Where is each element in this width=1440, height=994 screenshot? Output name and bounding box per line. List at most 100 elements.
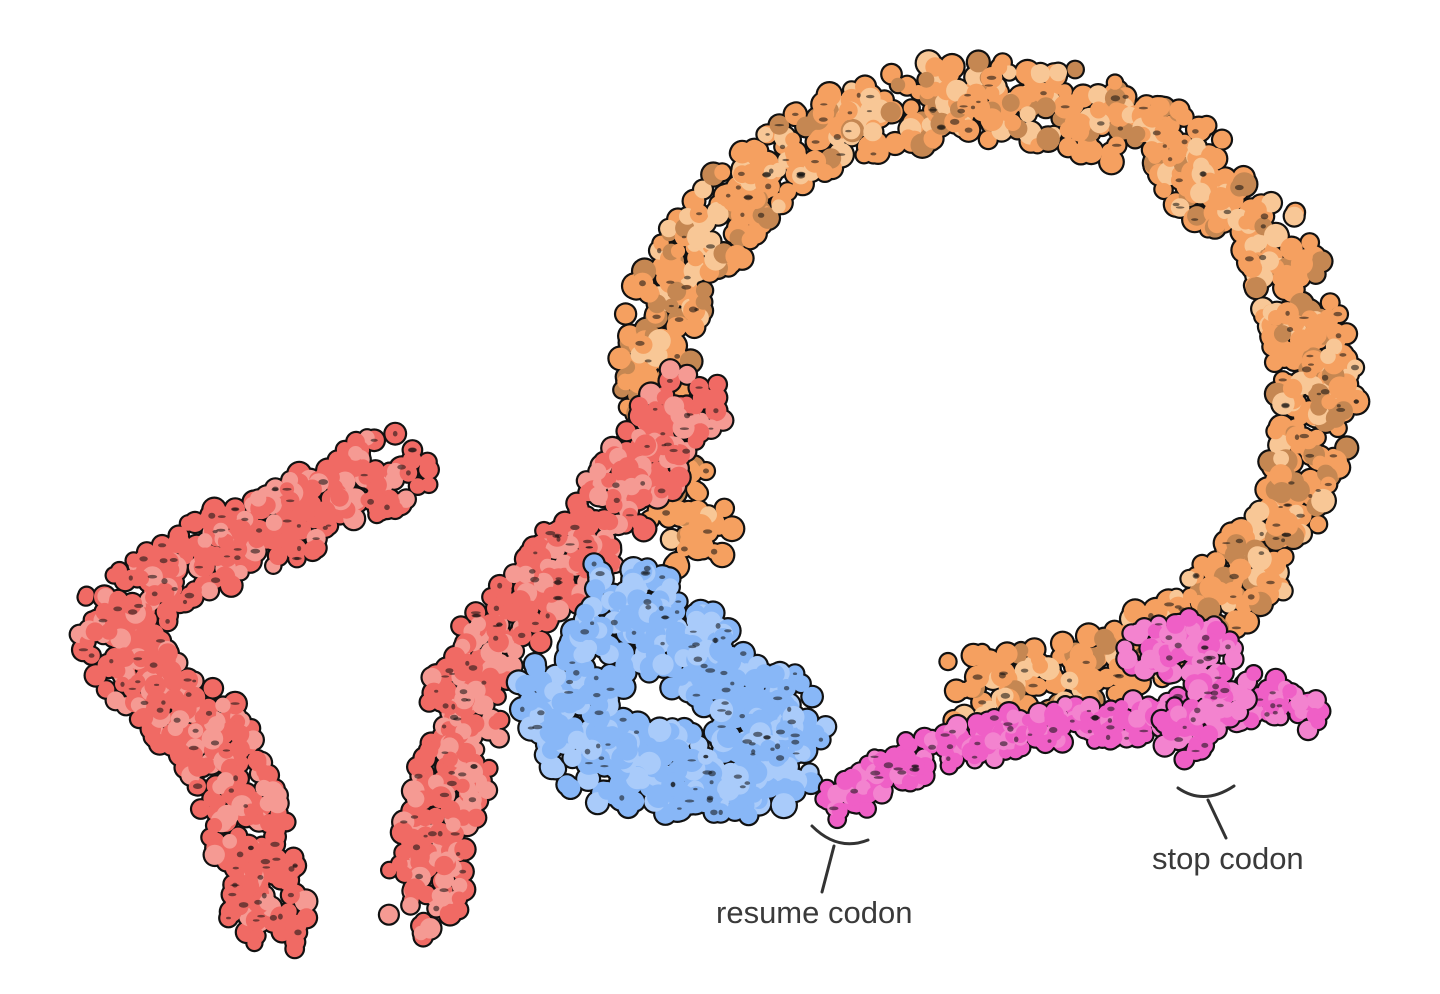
left-trna-groove xyxy=(139,556,148,562)
mrna-ring-atom xyxy=(1213,130,1231,149)
middle-trna-atom xyxy=(490,689,505,704)
left-trna-groove xyxy=(269,914,277,921)
left-trna-atom xyxy=(419,453,436,471)
mrna-ring-groove xyxy=(1260,224,1266,229)
mrna-ring-atom xyxy=(1238,215,1253,230)
mrna-ring-atom xyxy=(940,654,956,670)
middle-trna-groove xyxy=(530,576,540,583)
mrna-ring-groove xyxy=(978,700,987,705)
middle-trna-groove xyxy=(470,764,478,769)
mrna-ring-groove xyxy=(1306,354,1314,358)
middle-trna-atom xyxy=(488,715,503,730)
mrna-ring-groove xyxy=(740,212,745,217)
mrna-ring-groove xyxy=(1167,157,1173,162)
mrna-ring-atom xyxy=(1004,114,1022,131)
left-trna-atom xyxy=(100,623,118,640)
mrna-ring-atom xyxy=(609,347,632,370)
mrna-ring-atom xyxy=(707,203,729,225)
mrna-ring-groove xyxy=(1247,594,1255,600)
middle-trna-atom xyxy=(520,545,536,561)
mrna-ring-groove xyxy=(950,118,960,125)
left-trna-groove xyxy=(211,577,221,583)
mrna-ring-atom xyxy=(1245,507,1263,525)
left-trna-groove xyxy=(397,464,406,470)
mrna-ring-atom xyxy=(619,326,634,341)
mrna-ring-groove xyxy=(1110,95,1121,102)
mrna-ring-atom xyxy=(666,316,687,337)
mrna-ring-atom xyxy=(661,530,681,549)
mrna-ring-groove xyxy=(870,152,877,156)
mrna-ring-groove xyxy=(668,304,675,308)
mrna-ring-atom xyxy=(687,225,711,249)
mrna-ring-atom xyxy=(1163,129,1184,150)
left-trna-groove xyxy=(128,575,133,581)
left-trna-groove xyxy=(223,555,231,558)
mrna-ring-groove xyxy=(811,140,820,144)
left-trna-groove xyxy=(156,639,165,643)
middle-trna-atom xyxy=(660,360,680,380)
middle-trna-atom xyxy=(546,600,561,615)
left-trna-groove xyxy=(165,619,170,624)
mrna-ring-groove xyxy=(999,671,1008,676)
mrna-ring-atom xyxy=(1328,376,1352,400)
mrna-ring-groove xyxy=(957,108,965,114)
mrna-ring-groove xyxy=(657,248,662,254)
mrna-ring-atom xyxy=(1279,271,1300,293)
middle-trna-atom xyxy=(617,422,636,441)
mrna-ring-groove xyxy=(681,285,692,290)
mrna-ring-groove xyxy=(768,168,774,174)
mrna-ring-groove xyxy=(1308,494,1313,498)
mrna-ring-groove xyxy=(856,92,861,98)
mrna-ring-atom xyxy=(1032,658,1048,674)
middle-trna-groove xyxy=(644,444,650,448)
middle-trna-atom xyxy=(442,751,458,767)
middle-trna-atom xyxy=(416,809,434,827)
mrna-ring-atom xyxy=(962,644,984,667)
mrna-ring-atom xyxy=(1204,147,1227,170)
middle-trna-atom xyxy=(611,460,633,482)
mrna-ring-atom xyxy=(1052,632,1074,654)
middle-trna-atom xyxy=(454,839,475,860)
left-trna-groove xyxy=(236,851,244,858)
mrna-ring-atom xyxy=(731,141,753,164)
left-trna-atom xyxy=(183,538,198,554)
left-trna-groove xyxy=(248,845,254,850)
mrna-ring-groove xyxy=(1278,378,1287,382)
mrna-ring-groove xyxy=(845,129,852,133)
left-trna-atom xyxy=(268,546,288,566)
middle-trna-groove xyxy=(400,820,408,824)
left-trna-groove xyxy=(297,545,302,552)
left-trna-groove xyxy=(367,498,374,505)
middle-trna-groove xyxy=(441,675,450,678)
middle-trna-groove xyxy=(531,621,539,626)
left-trna-groove xyxy=(128,609,138,615)
middle-trna-atom xyxy=(429,786,452,809)
middle-trna-groove xyxy=(481,680,487,685)
middle-trna-atom xyxy=(569,495,585,511)
mrna-ring-groove xyxy=(1259,531,1264,537)
mrna-ring-atom xyxy=(785,142,806,163)
mrna-ring-groove xyxy=(1294,434,1300,441)
mrna-ring-atom xyxy=(1321,394,1337,410)
mrna-ring-groove xyxy=(1191,218,1199,221)
mrna-ring-atom xyxy=(688,482,706,500)
mrna-ring-atom xyxy=(1263,337,1281,356)
left-trna-atom xyxy=(188,756,209,777)
middle-trna-groove xyxy=(652,407,658,411)
mrna-ring-atom xyxy=(1206,552,1226,571)
mrna-ring-groove xyxy=(1192,572,1200,579)
mrna-ring-atom xyxy=(1001,93,1020,112)
mrna-ring-groove xyxy=(1288,481,1295,485)
mrna-ring-groove xyxy=(1230,595,1237,598)
middle-trna-groove xyxy=(415,873,423,880)
mrna-ring-atom xyxy=(1107,75,1123,90)
mrna-ring-atom xyxy=(1030,64,1051,84)
mrna-ring-groove xyxy=(1229,573,1239,580)
mrna-ring-atom xyxy=(1226,534,1247,554)
mrna-ring-groove xyxy=(644,359,652,363)
middle-trna-groove xyxy=(518,632,526,639)
mrna-ring-groove xyxy=(725,193,731,198)
mrna-ring-atom xyxy=(1198,117,1216,135)
mrna-ring-atom xyxy=(757,126,774,143)
mrna-ring-atom xyxy=(1019,106,1036,123)
